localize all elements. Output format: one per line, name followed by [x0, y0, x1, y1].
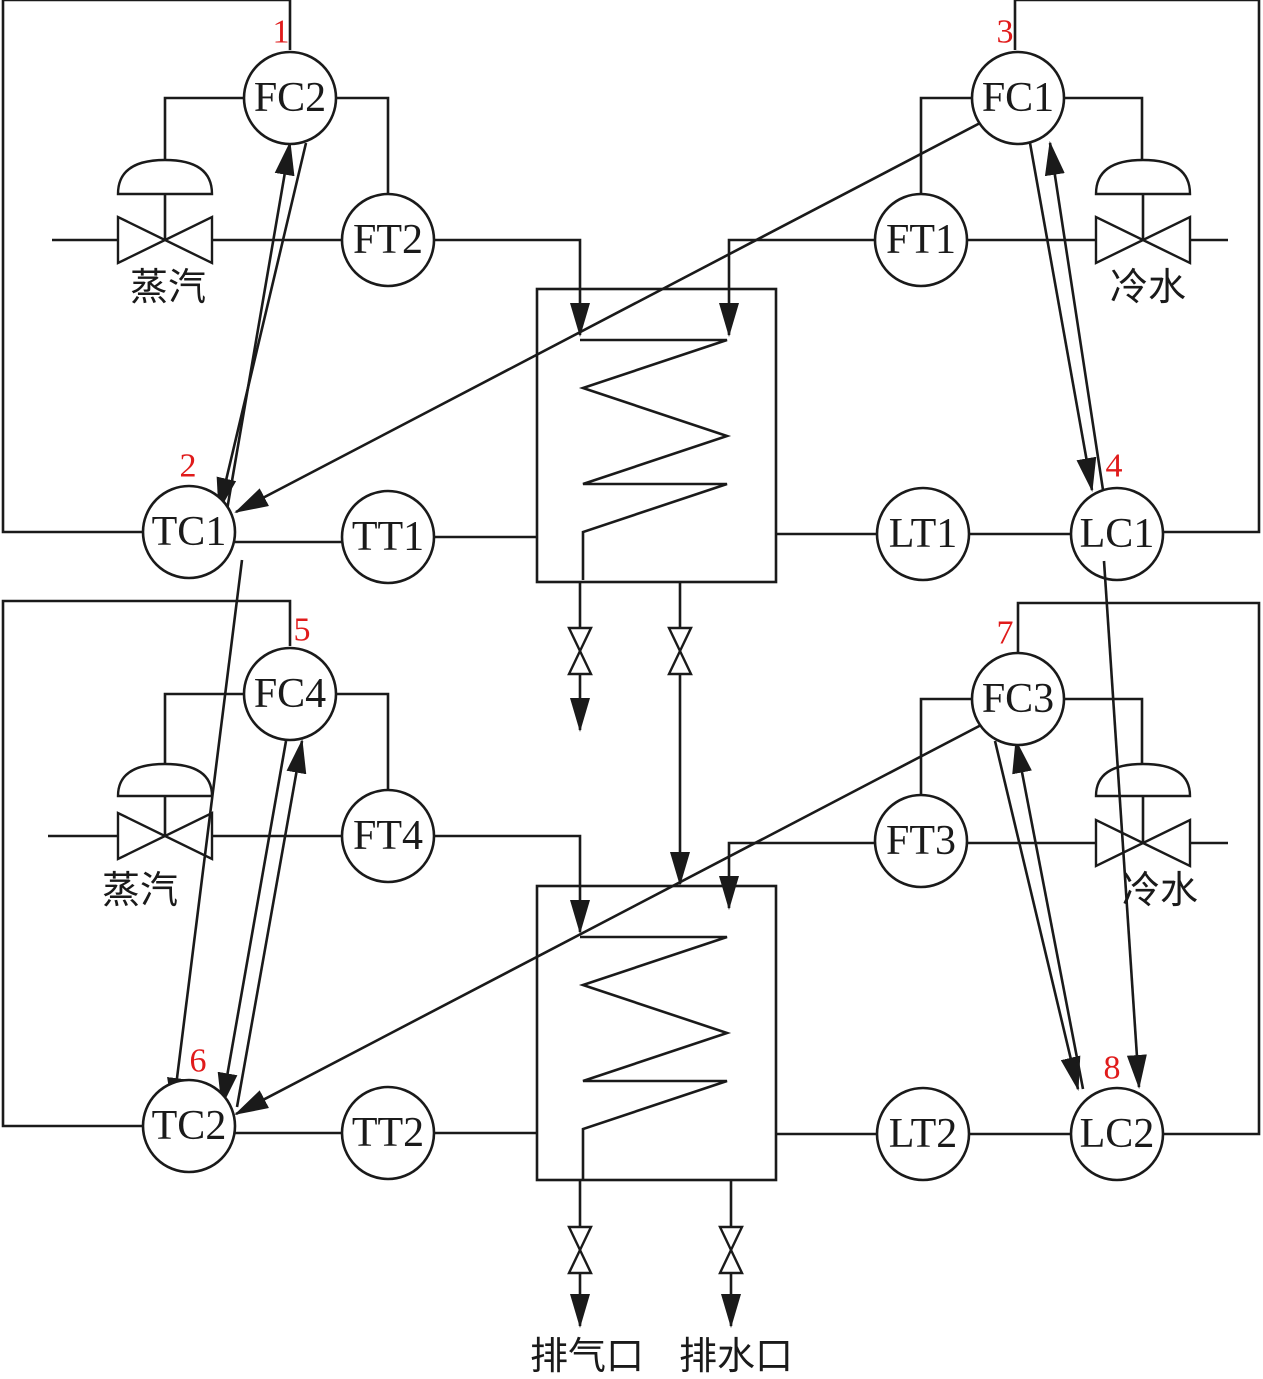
heat-exchanger-vessel [535, 287, 778, 584]
fc1-instrument[interactable]: FC1 [970, 50, 1066, 146]
exhaust-outlet-label: 排气口 [530, 1334, 644, 1378]
heating-coil-icon [578, 338, 732, 580]
signal-fc3-tc2 [234, 721, 986, 1116]
fc3-instrument[interactable]: FC3 [970, 651, 1066, 747]
fc3-label: FC3 [982, 676, 1054, 722]
loop-number-1: 1 [273, 14, 290, 51]
steam-valve-icon[interactable] [116, 158, 214, 265]
ft4-instrument[interactable]: FT4 [340, 788, 436, 884]
loop-number-3: 3 [997, 14, 1014, 51]
unit-1: FC2 FC1 FT2 FT1 TC1 TT1 LT1 LC1 1 2 3 4 … [1, 0, 1261, 886]
ft3-label: FT3 [886, 818, 956, 864]
cascade-line-fc3-lc2 [1016, 601, 1261, 1136]
cold-water-label: 冷水 [1110, 265, 1186, 309]
loop-number-8: 8 [1104, 1050, 1121, 1087]
heat-exchanger-vessel-2 [535, 884, 778, 1182]
top-vent-valve-icon[interactable] [567, 626, 593, 676]
cascade-line-fc1-lc1 [1013, 0, 1261, 534]
lc1-label: LC1 [1080, 511, 1155, 557]
fc4-label: FC4 [254, 671, 326, 717]
ft2-label: FT2 [353, 217, 423, 263]
tc2-label: TC2 [152, 1103, 227, 1149]
ft4-label: FT4 [353, 813, 423, 859]
fc2-instrument[interactable]: FC2 [242, 50, 338, 146]
lt2-label: LT2 [889, 1111, 957, 1157]
cascade-line-fc4-tc2 [1, 599, 292, 1128]
heating-coil-2-icon [578, 935, 732, 1180]
signal-fc2-ft2 [335, 96, 390, 193]
loop-number-2: 2 [180, 448, 197, 485]
water-valve-2-icon[interactable] [1094, 762, 1192, 868]
steam-pipe-to-coil [434, 238, 590, 337]
steam-valve-2-icon[interactable] [116, 762, 214, 861]
lt2-instrument[interactable]: LT2 [875, 1086, 971, 1182]
ft1-instrument[interactable]: FT1 [873, 192, 969, 288]
tt1-label: TT1 [352, 514, 424, 560]
loop-number-7: 7 [997, 615, 1014, 652]
loop-number-6: 6 [190, 1043, 207, 1080]
transfer-valve-icon[interactable] [667, 626, 693, 676]
exhaust-valve-icon[interactable] [567, 1225, 593, 1275]
tc1-label: TC1 [152, 509, 227, 555]
tt1-instrument[interactable]: TT1 [340, 489, 436, 585]
tc1-instrument[interactable]: TC1 [141, 484, 237, 580]
tt2-instrument[interactable]: TT2 [340, 1085, 436, 1181]
tt2-label: TT2 [352, 1110, 424, 1156]
drain-outlet-label: 排水口 [679, 1334, 793, 1378]
fc2-label: FC2 [254, 75, 326, 121]
signal-fc1-actuator [1063, 96, 1144, 160]
ft2-instrument[interactable]: FT2 [340, 192, 436, 288]
cold-water-label-2: 冷水 [1122, 868, 1198, 912]
unit-2: FC4 FC3 FT4 FT3 TC2 TT2 LT2 LC2 5 6 7 8 … [1, 559, 1261, 1378]
lc2-label: LC2 [1080, 1111, 1155, 1157]
steam-label: 蒸汽 [130, 265, 206, 309]
fc1-label: FC1 [982, 75, 1054, 121]
signal-fc1-ft1 [919, 96, 973, 193]
steam-label-2: 蒸汽 [102, 868, 178, 912]
loop-number-5: 5 [294, 612, 311, 649]
loop-number-4: 4 [1106, 448, 1123, 485]
tc2-instrument[interactable]: TC2 [141, 1078, 237, 1174]
ft3-instrument[interactable]: FT3 [873, 793, 969, 889]
cascade-line-fc2-tc1 [1, 0, 292, 534]
fc4-instrument[interactable]: FC4 [242, 646, 338, 742]
signal-fc2-actuator [163, 96, 245, 160]
lc2-instrument[interactable]: LC2 [1069, 1086, 1165, 1182]
signal-fc1-tc1 [234, 120, 983, 514]
ft1-label: FT1 [886, 217, 956, 263]
drain-valve-icon[interactable] [718, 1225, 744, 1275]
lt1-label: LT1 [889, 511, 957, 557]
lc1-instrument[interactable]: LC1 [1069, 486, 1165, 582]
water-pipe-to-coil [719, 238, 874, 337]
lt1-instrument[interactable]: LT1 [875, 486, 971, 582]
water-valve-icon[interactable] [1094, 158, 1192, 265]
